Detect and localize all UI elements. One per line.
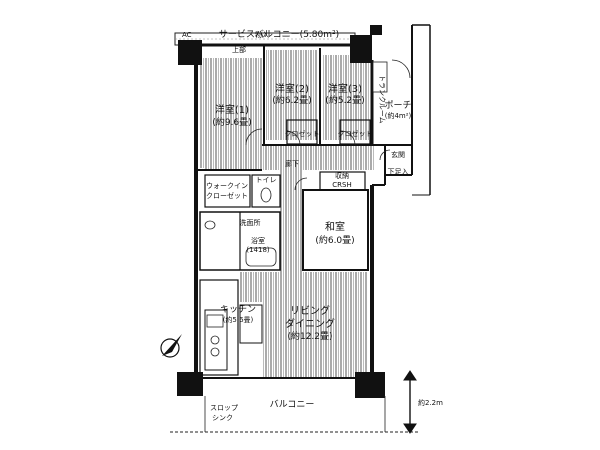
storage-label: 収納 [335, 171, 349, 180]
kitchen-size-label: (約5.6畳) [223, 315, 254, 324]
washroom-label: 洗面所 [240, 218, 261, 227]
living-label: リビング [290, 304, 330, 317]
hall-label: 廊下 [285, 159, 299, 168]
interior-walls [196, 45, 372, 376]
toilet-label: トイレ [256, 176, 277, 184]
stove-icon [210, 335, 220, 345]
sink-icon [206, 314, 224, 328]
fixtures [204, 61, 388, 357]
depth-arrow [403, 370, 417, 434]
kitchen-label: キッチン [220, 304, 256, 315]
shoe-box-label: 下足入 [388, 168, 409, 176]
japanese-room-name: 和室 [325, 220, 345, 233]
western-room-3-size: (約5.2畳) [325, 94, 364, 106]
bath-size-label: (1418) [246, 246, 270, 254]
ac-upper-label: 上部 [232, 45, 246, 54]
outer-walls [194, 24, 431, 380]
rack-label: 物入 [255, 30, 269, 39]
toilet-bowl-icon [260, 187, 272, 203]
service-balcony-label: サービスバルコニー(5.80m²) [219, 29, 339, 40]
western-room-1-name: 洋室(1) [215, 103, 249, 116]
trunk-room-box [372, 61, 388, 93]
western-room-3-name: 洋室(3) [328, 82, 362, 95]
closet-3-label: クロゼット [338, 129, 373, 138]
walk-in-closet-label-1: ウォークイン [206, 182, 248, 190]
ac-label: AC [182, 31, 192, 39]
living-size-label: (約12.2畳) [287, 330, 332, 342]
japanese-room-size: (約6.0畳) [315, 234, 354, 246]
north-arrow-icon [160, 334, 182, 358]
bathtub-icon [245, 247, 277, 267]
slop-sink-label-1: スロップ [210, 404, 238, 412]
washbasin-icon [204, 220, 216, 230]
balcony-label: バルコニー [270, 399, 315, 410]
closet-2-label: クロゼット [285, 129, 320, 138]
walk-in-closet-label-2: クローゼット [206, 191, 248, 200]
balcony [170, 396, 420, 433]
storage-sub-label: CRSH [332, 181, 351, 189]
dining-label: ダイニング [285, 317, 335, 330]
porch-label: ポーチ [384, 100, 411, 111]
trunk-room-label: トランクルーム [378, 75, 386, 124]
pillars [177, 25, 385, 398]
floor-hatching [200, 50, 375, 377]
western-room-1-size: (約9.6畳) [212, 116, 251, 128]
door-swings [245, 59, 411, 191]
western-room-2-name: 洋室(2) [275, 82, 309, 95]
porch-size-label: (約4m²) [385, 111, 412, 120]
entrance-label: 玄関 [391, 150, 405, 159]
depth-label: 約2.2m [418, 398, 443, 407]
slop-sink-label-2: シンク [212, 414, 233, 422]
western-room-2-size: (約6.2畳) [272, 94, 311, 106]
bath-label: 浴室 [251, 236, 265, 245]
